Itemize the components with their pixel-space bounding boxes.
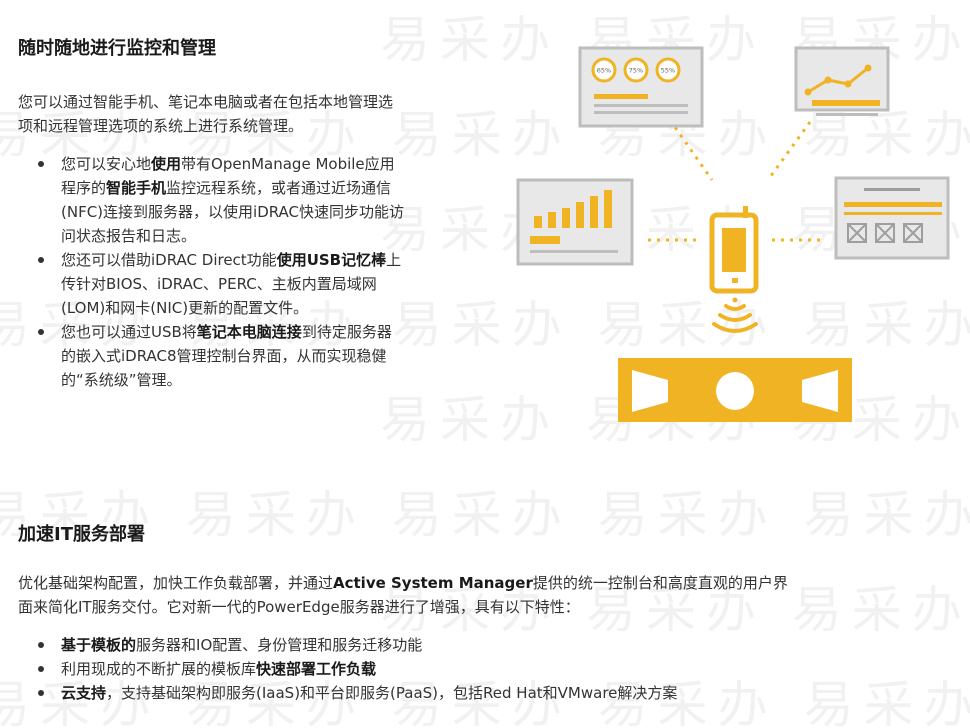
connectivity-illustration: 65% 75% 55% [516, 46, 950, 422]
intro-text: 优化基础架构配置，加快工作负载部署，并通过 [18, 574, 334, 592]
list-item: 基于模板的服务器和IO配置、身份管理和服务迁移功能 [18, 633, 948, 657]
item-text: 程序的 [61, 179, 107, 197]
item-text: 您也可以通过USB将 [61, 323, 197, 341]
item-text: 的嵌入式iDRAC8管理控制台界面，从而实现稳健 [61, 347, 387, 365]
section-intro: 优化基础架构配置，加快工作负载部署，并通过Active System Manag… [18, 571, 948, 619]
intro-line: 面来简化IT服务交付。它对新一代的PowerEdge服务器进行了增强，具有以下特… [18, 598, 580, 616]
section-monitor-manage: 随时随地进行监控和管理 您可以通过智能手机、笔记本电脑或者在包括本地管理选 项和… [18, 34, 488, 392]
gauge-label: 55% [661, 67, 675, 75]
list-item-line: 的嵌入式iDRAC8管理控制台界面，从而实现稳健 [61, 344, 488, 368]
gauge-label: 75% [629, 67, 643, 75]
item-text: 您还可以借助iDRAC Direct功能 [61, 251, 277, 269]
gauge-ring [655, 57, 681, 83]
intro-line: 优化基础架构配置，加快工作负载部署，并通过Active System Manag… [18, 571, 948, 595]
list-item: 您可以安心地使用带有OpenManage Mobile应用程序的智能手机监控远程… [18, 152, 488, 248]
intro-text: 提供的统一控制台和高度直观的用户界 [532, 574, 788, 592]
gauge-ring [623, 57, 649, 83]
item-text: 带有OpenManage Mobile应用 [181, 155, 395, 173]
connector-lines [648, 119, 826, 242]
section-title: 随时随地进行监控和管理 [18, 38, 216, 59]
bullet-dot [38, 257, 44, 263]
list-item-line: 的“系统级”管理。 [61, 368, 488, 392]
list-item-line: (LOM)和网卡(NIC)更新的配置文件。 [61, 296, 488, 320]
bullet-dot [38, 690, 44, 696]
bar-chart-dashboard-icon [516, 178, 634, 266]
gauge-ring [591, 57, 617, 83]
gauge-label: 65% [597, 67, 611, 75]
emphasis-text: 智能手机 [106, 179, 167, 197]
emphasis-text: 基于模板的 [61, 636, 137, 654]
server-icon [618, 358, 852, 422]
item-text: (NFC)连接到服务器，以使用iDRAC快速同步功能访 [61, 203, 405, 221]
bullet-dot [38, 329, 44, 335]
emphasis-text: 使用 [151, 155, 182, 173]
item-text: 上 [386, 251, 402, 269]
intro-line: 您可以通过智能手机、笔记本电脑或者在包括本地管理选 [18, 93, 394, 111]
section-title: 加速IT服务部署 [18, 524, 145, 545]
list-item-line: 问状态报告和日志。 [61, 224, 488, 248]
emphasis-text: 云支持 [61, 684, 107, 702]
section-accelerate-it: 加速IT服务部署 优化基础架构配置，加快工作负载部署，并通过Active Sys… [18, 520, 948, 705]
list-item-line: 您还可以借助iDRAC Direct功能使用USB记忆棒上 [61, 248, 488, 272]
feature-list: 您可以安心地使用带有OpenManage Mobile应用程序的智能手机监控远程… [18, 152, 488, 392]
item-text: 问状态报告和日志。 [61, 227, 197, 245]
item-text: 利用现成的不断扩展的模板库 [61, 660, 257, 678]
item-text: (LOM)和网卡(NIC)更新的配置文件。 [61, 299, 309, 317]
list-item: 您也可以通过USB将笔记本电脑连接到待定服务器的嵌入式iDRAC8管理控制台界面… [18, 320, 488, 392]
list-item-line: 您也可以通过USB将笔记本电脑连接到待定服务器 [61, 320, 488, 344]
nfc-wave-icon [712, 297, 758, 333]
bullet-dot [38, 666, 44, 672]
gauge-dashboard-icon: 65% 75% 55% [578, 46, 704, 128]
product-name: Active System Manager [333, 574, 533, 592]
item-text: 您可以安心地 [61, 155, 152, 173]
item-text: 的“系统级”管理。 [61, 371, 182, 389]
emphasis-text: 笔记本电脑连接 [196, 323, 302, 341]
item-text: 服务器和IO配置、身份管理和服务迁移功能 [136, 636, 423, 654]
line-chart-dashboard-icon [794, 46, 890, 116]
section-intro: 您可以通过智能手机、笔记本电脑或者在包括本地管理选 项和远程管理选项的系统上进行… [18, 90, 488, 138]
list-item-line: 程序的智能手机监控远程系统，或者通过近场通信 [61, 176, 488, 200]
list-item: 您还可以借助iDRAC Direct功能使用USB记忆棒上传针对BIOS、iDR… [18, 248, 488, 320]
list-item: 利用现成的不断扩展的模板库快速部署工作负载 [18, 657, 948, 681]
item-text: ，支持基础架构即服务(IaaS)和平台即服务(PaaS)，包括Red Hat和V… [106, 684, 678, 702]
item-text: 到待定服务器 [301, 323, 392, 341]
smartphone-icon [709, 206, 759, 294]
item-text: 监控远程系统，或者通过近场通信 [166, 179, 392, 197]
list-item: 云支持，支持基础架构即服务(IaaS)和平台即服务(PaaS)，包括Red Ha… [18, 681, 948, 705]
feature-list: 基于模板的服务器和IO配置、身份管理和服务迁移功能利用现成的不断扩展的模板库快速… [18, 633, 948, 705]
list-item-line: 传针对BIOS、iDRAC、PERC、主板内置局域网 [61, 272, 488, 296]
item-text: 传针对BIOS、iDRAC、PERC、主板内置局域网 [61, 275, 377, 293]
checkbox-form-icon [834, 176, 950, 260]
bullet-dot [38, 642, 44, 648]
list-item-line: 您可以安心地使用带有OpenManage Mobile应用 [61, 152, 488, 176]
list-item-line: (NFC)连接到服务器，以使用iDRAC快速同步功能访 [61, 200, 488, 224]
emphasis-text: 快速部署工作负载 [256, 660, 377, 678]
emphasis-text: 使用USB记忆棒 [276, 251, 387, 269]
intro-line: 项和远程管理选项的系统上进行系统管理。 [18, 117, 304, 135]
bullet-dot [38, 161, 44, 167]
